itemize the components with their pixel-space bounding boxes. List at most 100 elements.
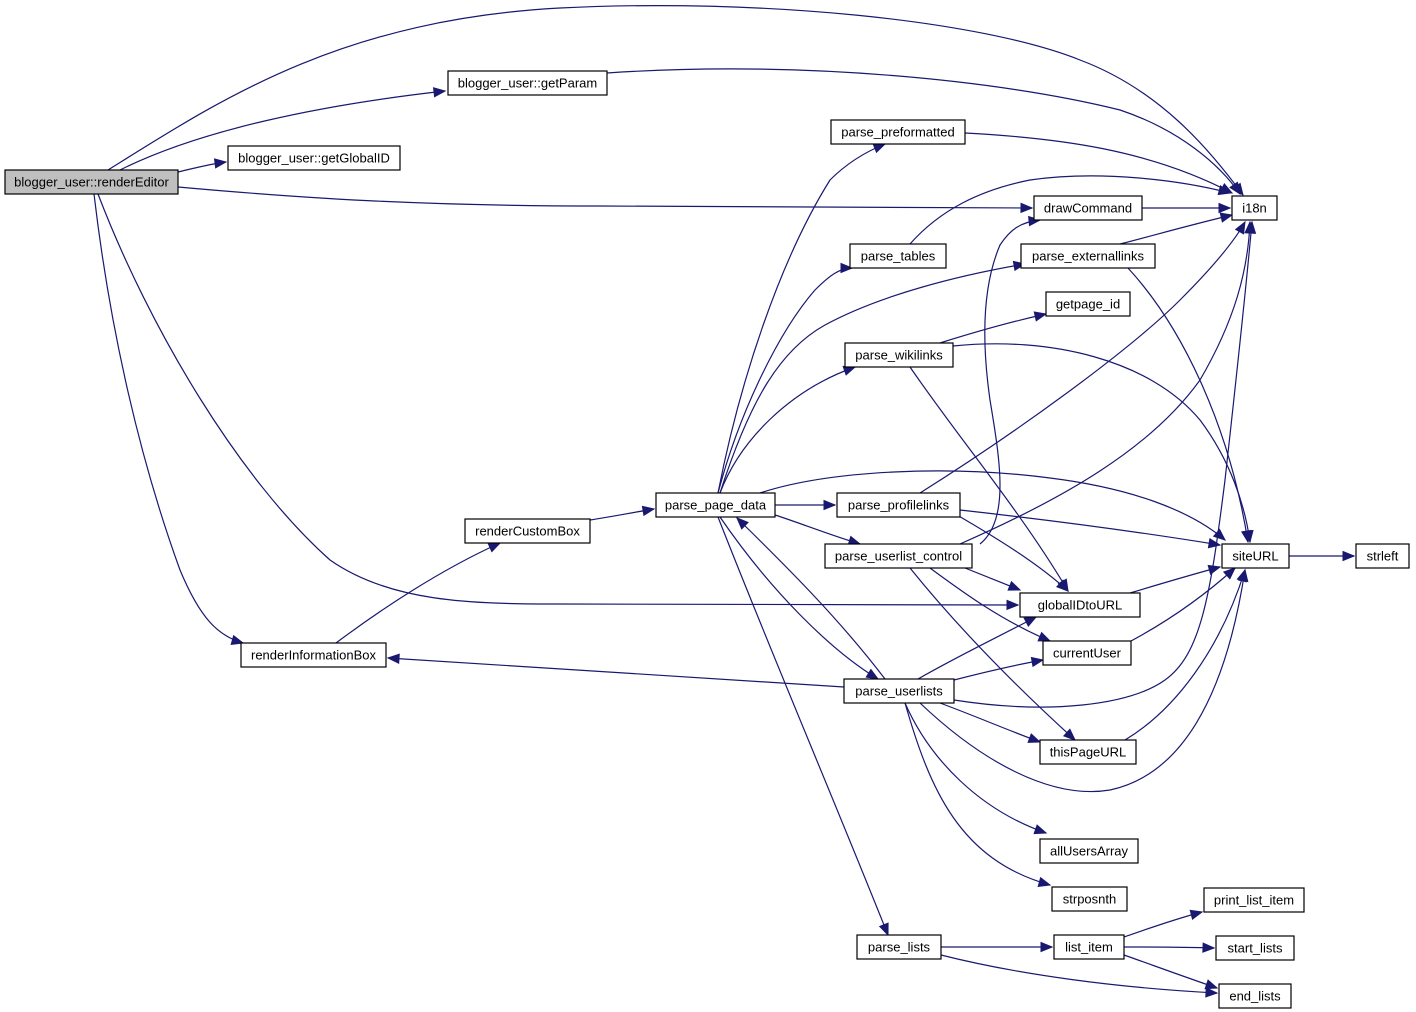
- node-parse_preformatted[interactable]: parse_preformatted: [830, 119, 966, 145]
- edge-line: [759, 470, 1226, 541]
- node-label: blogger_user::getParam: [458, 76, 597, 91]
- node-box[interactable]: [1039, 838, 1139, 864]
- node-box[interactable]: [1203, 887, 1305, 913]
- edge-parse_profilelinks-to-i18n: [919, 220, 1246, 494]
- node-parse_userlists[interactable]: parse_userlists: [843, 678, 955, 704]
- node-label: globalIDtoURL: [1038, 598, 1123, 613]
- node-renderCustomBox[interactable]: renderCustomBox: [464, 518, 591, 544]
- node-box[interactable]: [856, 934, 942, 960]
- node-parse_profilelinks[interactable]: parse_profilelinks: [836, 492, 961, 518]
- node-thisPageURL[interactable]: thisPageURL: [1039, 739, 1137, 765]
- node-box[interactable]: [1051, 886, 1128, 912]
- edge-line: [959, 509, 1221, 546]
- node-box[interactable]: [1039, 739, 1137, 765]
- node-parse_lists[interactable]: parse_lists: [856, 934, 942, 960]
- node-getpage_id[interactable]: getpage_id: [1045, 291, 1131, 317]
- node-box[interactable]: [830, 119, 966, 145]
- node-globalIDtoURL[interactable]: globalIDtoURL: [1019, 592, 1141, 618]
- node-parse_externallinks[interactable]: parse_externallinks: [1020, 243, 1156, 269]
- node-box[interactable]: [1221, 543, 1290, 569]
- edge-line: [979, 219, 1041, 545]
- node-parse_userlist_control[interactable]: parse_userlist_control: [824, 543, 973, 569]
- edge-parse_userlists-to-allUsersArray: [904, 702, 1048, 835]
- node-getParam[interactable]: blogger_user::getParam: [447, 70, 608, 96]
- node-box[interactable]: [464, 518, 591, 544]
- arrowhead: [1033, 824, 1048, 835]
- arrowhead: [1218, 202, 1232, 214]
- edge-parse_page_data-to-parse_preformatted: [717, 143, 887, 494]
- node-box[interactable]: [1218, 983, 1292, 1009]
- arrowhead: [487, 542, 502, 553]
- node-box[interactable]: [1053, 934, 1125, 960]
- arrowhead: [823, 499, 837, 511]
- node-parse_wikilinks[interactable]: parse_wikilinks: [844, 342, 954, 368]
- node-box[interactable]: [844, 342, 954, 368]
- node-currentUser[interactable]: currentUser: [1042, 640, 1132, 666]
- arrowhead: [1023, 616, 1038, 628]
- edge-line: [919, 569, 1246, 793]
- node-box[interactable]: [1355, 543, 1410, 569]
- node-parse_page_data[interactable]: parse_page_data: [655, 492, 776, 518]
- node-parse_tables[interactable]: parse_tables: [849, 243, 947, 269]
- node-renderEditor[interactable]: blogger_user::renderEditor: [4, 169, 179, 195]
- node-label: blogger_user::renderEditor: [14, 175, 169, 190]
- node-box[interactable]: [4, 169, 179, 195]
- node-box[interactable]: [1215, 935, 1295, 961]
- edge-line: [929, 567, 1051, 642]
- node-box[interactable]: [836, 492, 961, 518]
- arrowhead: [1020, 202, 1034, 214]
- edge-line: [940, 954, 1218, 994]
- edge-line: [717, 143, 886, 494]
- arrowhead: [641, 505, 656, 517]
- arrowhead: [1040, 941, 1054, 953]
- node-label: parse_page_data: [665, 498, 767, 513]
- node-box[interactable]: [1231, 195, 1278, 221]
- edge-renderEditor-to-getGlobalID: [177, 158, 228, 173]
- edge-parse_page_data-to-siteURL: [759, 470, 1227, 541]
- node-allUsersArray[interactable]: allUsersArray: [1039, 838, 1139, 864]
- edges-layer: [93, 5, 1356, 998]
- arrowhead: [1243, 529, 1254, 544]
- node-i18n[interactable]: i18n: [1231, 195, 1278, 221]
- node-end_lists[interactable]: end_lists: [1218, 983, 1292, 1009]
- node-list_item[interactable]: list_item: [1053, 934, 1125, 960]
- node-box[interactable]: [655, 492, 776, 518]
- node-box[interactable]: [1019, 592, 1141, 618]
- edge-line: [909, 175, 1231, 245]
- node-print_list_item[interactable]: print_list_item: [1203, 887, 1305, 913]
- edge-parse_page_data-to-parse_tables: [717, 262, 854, 494]
- node-box[interactable]: [447, 70, 608, 96]
- edge-renderEditor-to-renderInformationBox: [93, 193, 245, 645]
- arrowhead: [1222, 567, 1236, 580]
- node-start_lists[interactable]: start_lists: [1215, 935, 1295, 961]
- node-box[interactable]: [1042, 640, 1132, 666]
- node-box[interactable]: [240, 642, 387, 668]
- node-strleft[interactable]: strleft: [1355, 543, 1410, 569]
- edge-renderInformationBox-to-renderCustomBox: [335, 542, 502, 644]
- node-renderInformationBox[interactable]: renderInformationBox: [240, 642, 387, 668]
- edge-line: [959, 221, 1251, 545]
- node-siteURL[interactable]: siteURL: [1221, 543, 1290, 569]
- arrowhead: [386, 653, 400, 664]
- edge-line: [774, 514, 861, 545]
- node-box[interactable]: [1045, 291, 1131, 317]
- node-label: parse_lists: [868, 940, 931, 955]
- node-box[interactable]: [849, 243, 947, 269]
- node-strposnth[interactable]: strposnth: [1051, 886, 1128, 912]
- node-box[interactable]: [1020, 243, 1156, 269]
- node-drawCommand[interactable]: drawCommand: [1033, 195, 1143, 221]
- edge-line: [97, 193, 1019, 606]
- arrowhead: [1189, 909, 1204, 920]
- node-box[interactable]: [843, 678, 955, 704]
- node-label: parse_preformatted: [841, 125, 954, 140]
- node-box[interactable]: [227, 145, 401, 171]
- node-box[interactable]: [1033, 195, 1143, 221]
- node-getGlobalID[interactable]: blogger_user::getGlobalID: [227, 145, 401, 171]
- node-label: parse_externallinks: [1032, 249, 1145, 264]
- edge-line: [177, 186, 1033, 209]
- arrowhead: [1027, 733, 1042, 743]
- edge-line: [953, 659, 1044, 681]
- node-label: currentUser: [1053, 646, 1122, 661]
- arrowhead: [736, 517, 749, 530]
- node-box[interactable]: [824, 543, 973, 569]
